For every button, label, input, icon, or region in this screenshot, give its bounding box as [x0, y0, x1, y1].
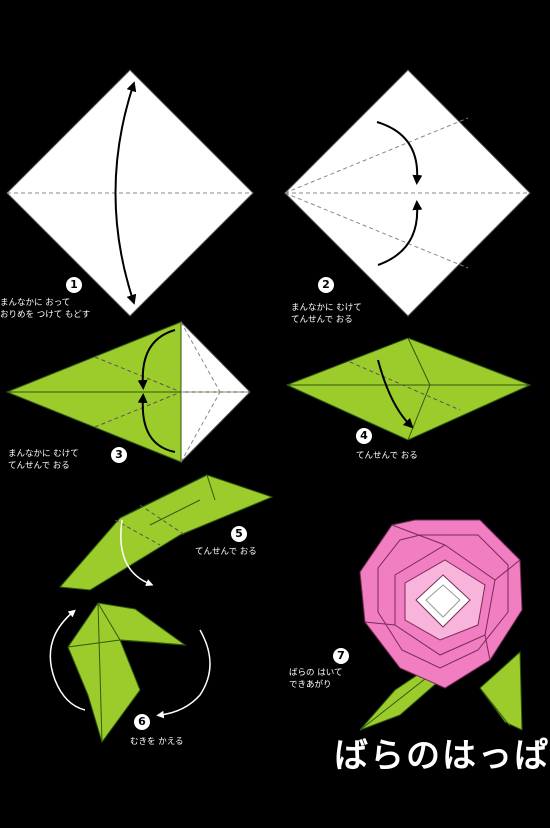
step6-figure: [49, 602, 211, 744]
step-caption-7: ばらの はいて できあがり: [289, 668, 343, 690]
step-caption-1: まんなかに おって おりめを つけて もどす: [0, 298, 91, 320]
diagram-title: ばらのはっぱ: [334, 736, 550, 776]
step-caption-5: てんせんで おる: [195, 547, 257, 557]
fold-arrow: [376, 121, 423, 185]
step-number-2: 2: [318, 277, 334, 293]
step2-figure: [284, 69, 531, 317]
step-caption-3: まんなかに むけて てんせんで おる: [8, 449, 79, 471]
step-number-7: 7: [333, 648, 349, 664]
step-number-3: 3: [111, 447, 127, 463]
step4-figure: [285, 337, 532, 441]
step5-figure: [58, 474, 274, 591]
step-number-4: 4: [356, 428, 372, 444]
step-number-1: 1: [66, 277, 82, 293]
fold-arrow: [377, 200, 423, 266]
step-caption-2: まんなかに むけて てんせんで おる: [291, 303, 362, 325]
step-caption-6: むきを かえる: [130, 737, 184, 747]
fold-arrow: [114, 81, 137, 305]
fold-arrow: [120, 519, 154, 587]
fold-arrow: [137, 393, 176, 453]
fold-arrow: [137, 329, 176, 390]
step7-figure: [359, 519, 523, 731]
step-caption-4: てんせんで おる: [356, 451, 418, 461]
rotate-arrow: [156, 629, 211, 719]
step1-figure: [6, 69, 254, 317]
fold-arrow: [377, 359, 414, 429]
step-number-5: 5: [231, 526, 247, 542]
step3-figure: [5, 320, 251, 464]
rotate-arrow: [49, 609, 86, 711]
step-number-6: 6: [134, 714, 150, 730]
